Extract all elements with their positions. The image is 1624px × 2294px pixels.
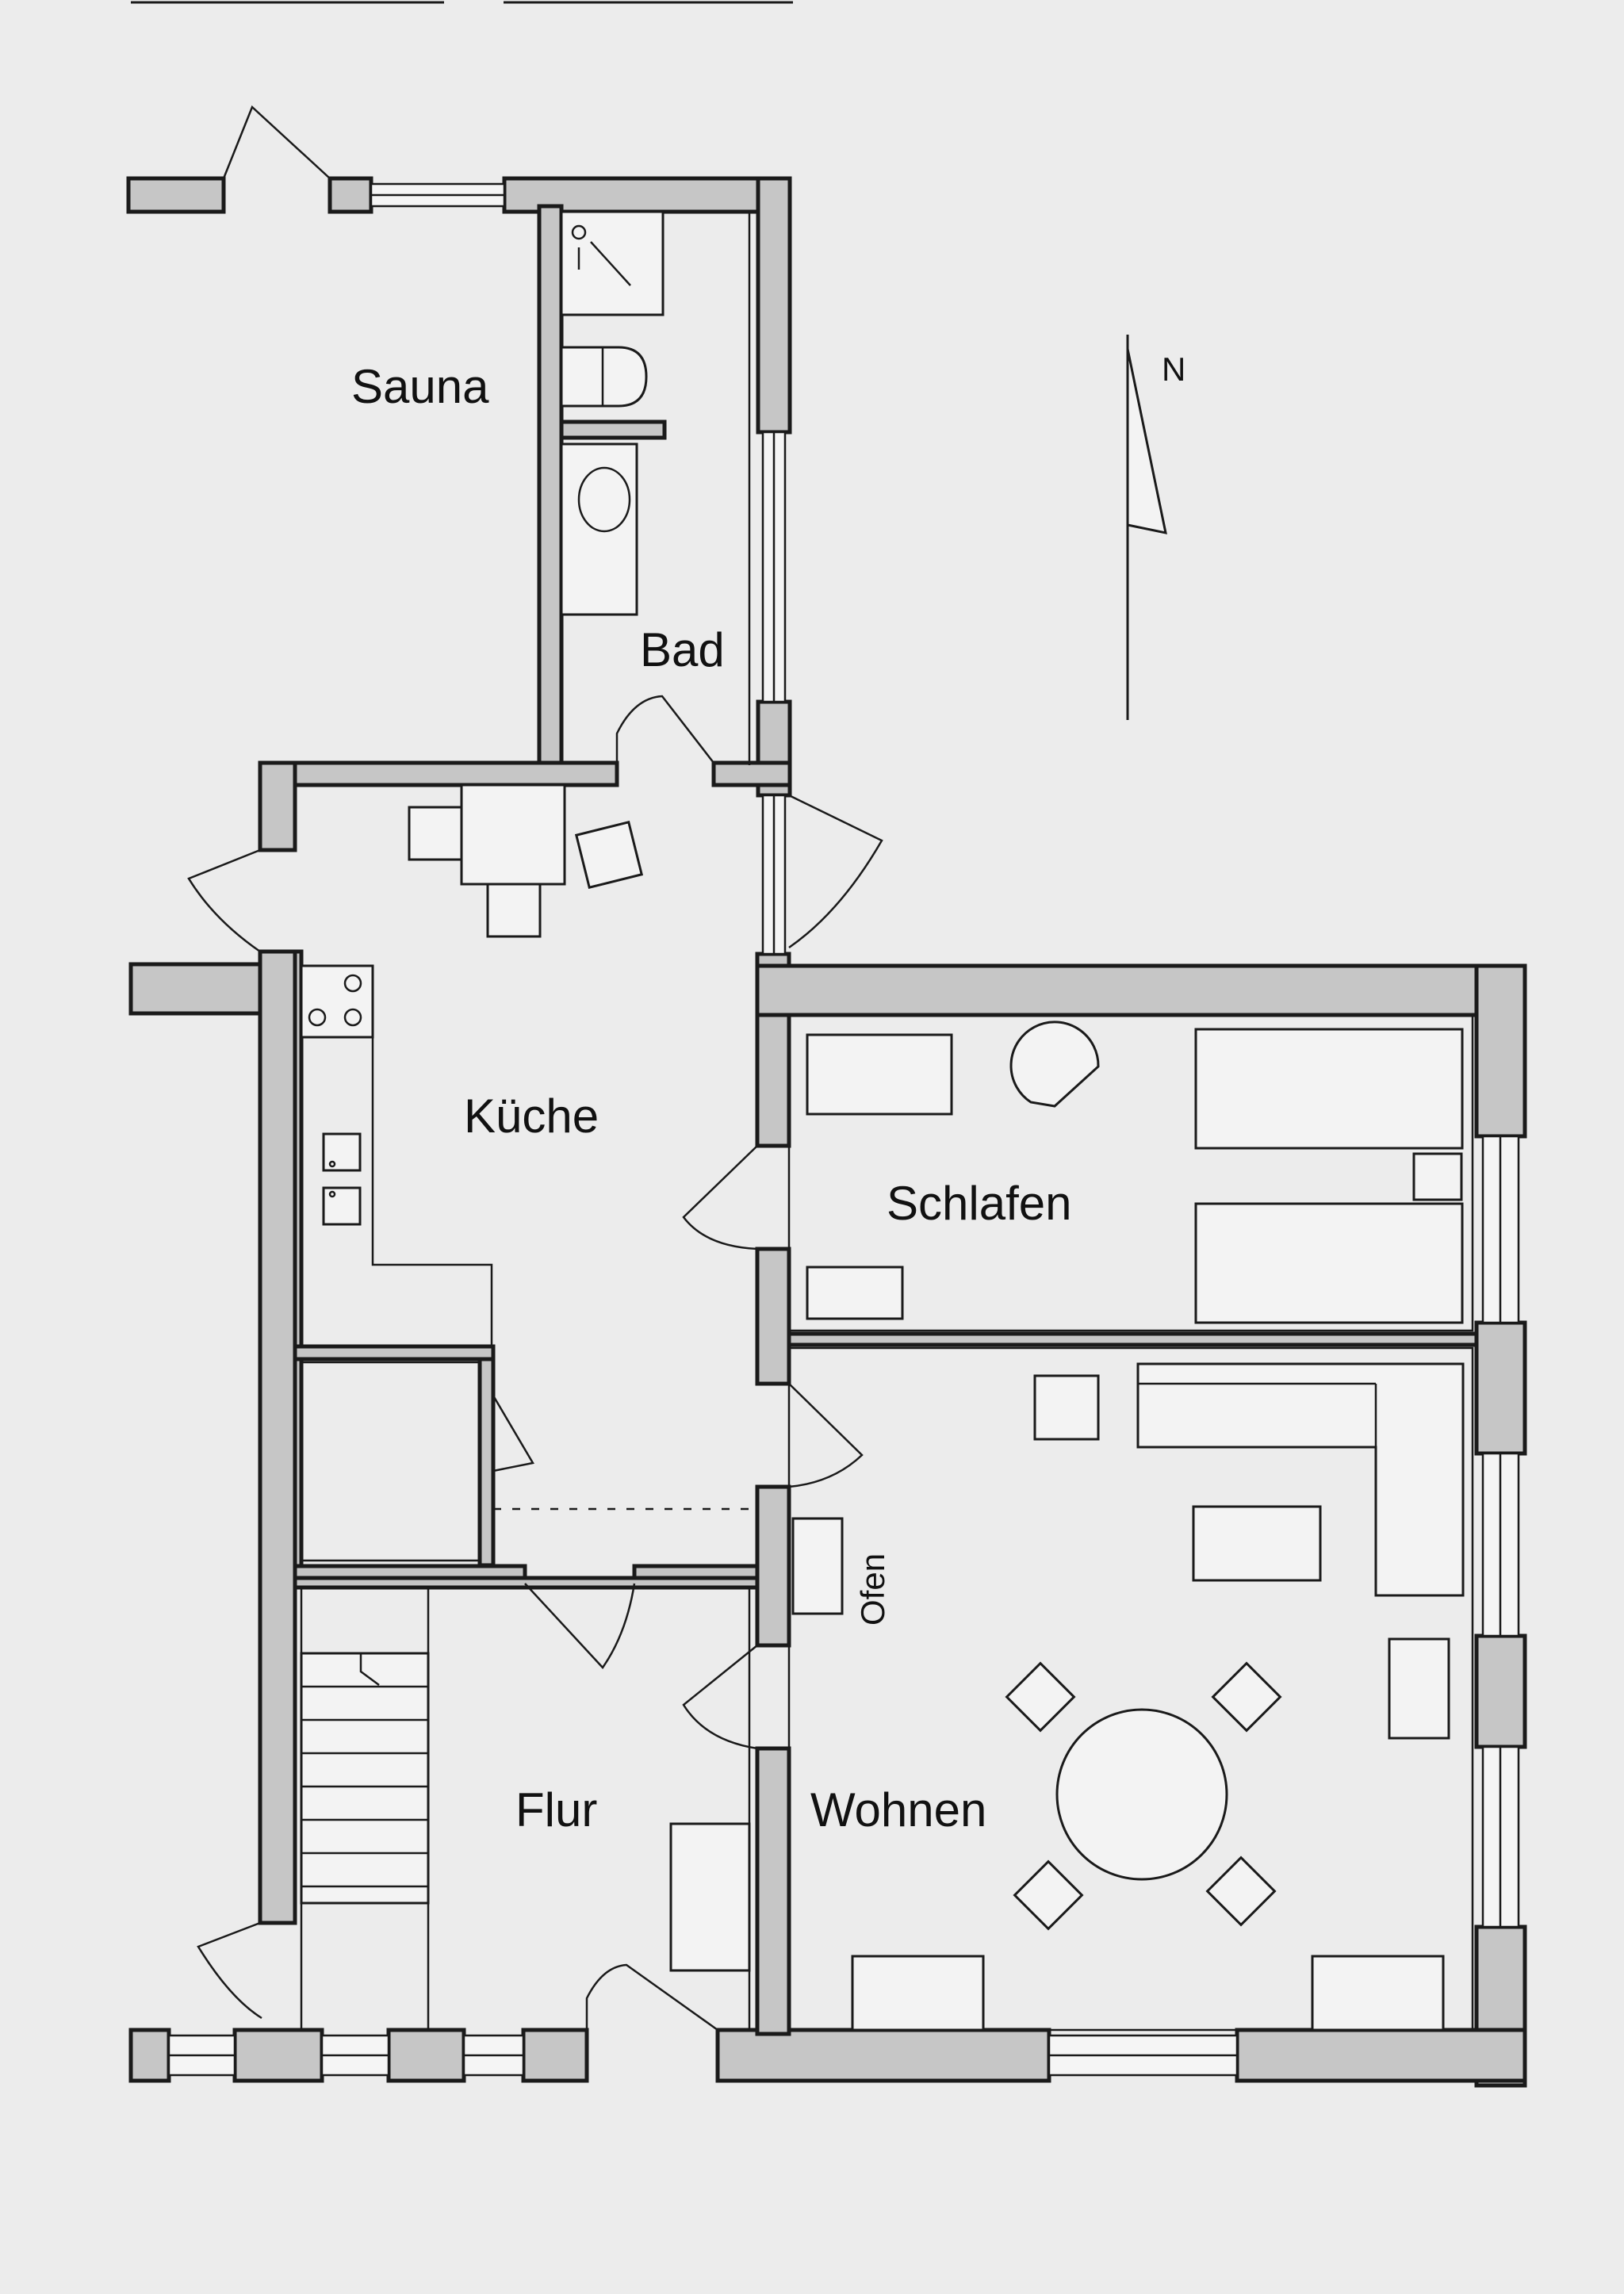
kitchen-table (408, 783, 644, 938)
coffee-table (1192, 1505, 1322, 1582)
wall-cabinet (1388, 1637, 1450, 1740)
dining-chair (1013, 1859, 1084, 1931)
wall-top-left-stub (126, 176, 226, 214)
label-ofen: Ofen (854, 1553, 891, 1626)
north-label: N (1162, 350, 1185, 388)
door-main-entry (585, 1963, 718, 2032)
wall-left-exterior (258, 949, 297, 1925)
wall-bottom-pier-4 (715, 2028, 1051, 2083)
wardrobe (669, 1822, 751, 1972)
chair (574, 820, 644, 890)
wall-kitchen-top (258, 760, 619, 787)
room-label-wohnen: Wohnen (810, 1783, 986, 1836)
room-label-bad: Bad (640, 623, 725, 676)
wall-right-pier-2 (1474, 1633, 1527, 1749)
door-wohnen-upper (788, 1383, 864, 1488)
toilet (560, 346, 648, 408)
schlafen-furniture (806, 1021, 1464, 1324)
room-label-flur: Flur (515, 1783, 597, 1836)
doors (187, 105, 883, 2032)
wall-spine-ofen (755, 1484, 791, 1648)
bad-shelf (559, 419, 667, 440)
wall-flur-top (293, 1576, 760, 1590)
door-schlafen (682, 1145, 758, 1250)
sink (322, 1132, 362, 1226)
wall-bottom-pier-3 (521, 2028, 589, 2083)
armchair (1009, 1021, 1100, 1108)
wall-schlafen-wohnen (787, 1331, 1479, 1347)
shower (560, 210, 665, 316)
wall-kitchen-top-right (711, 760, 792, 787)
wall-kitchen-left-upper (258, 760, 297, 852)
wall-bottom-left (128, 2028, 171, 2083)
nightstand (1412, 1152, 1463, 1201)
chair (486, 883, 542, 938)
bed-2 (1194, 1202, 1464, 1324)
door-flur-kitchen (524, 1583, 636, 1669)
wohnen-furniture (791, 1362, 1465, 2032)
wall-bottom-right (1235, 2028, 1527, 2083)
dresser (806, 1033, 953, 1116)
north-arrow: N (1126, 335, 1185, 720)
bed-1 (1194, 1028, 1464, 1150)
door-storage (492, 1395, 534, 1473)
wall-right-pier-1 (1474, 1320, 1527, 1456)
corner-sofa (1136, 1362, 1465, 1597)
windows (167, 182, 1520, 2077)
wall-bottom-pier-2 (386, 2028, 466, 2083)
wall-sauna-bad (537, 204, 564, 768)
door-kitchen-exterior (187, 848, 261, 953)
room-label-schlafen: Schlafen (887, 1177, 1072, 1230)
bathtub (560, 442, 638, 616)
wall-left-inner (293, 949, 304, 1568)
stairs (300, 1652, 430, 1905)
wall-spine-mid (755, 1247, 791, 1386)
flur-furniture (669, 1822, 751, 1972)
bench (806, 1266, 904, 1320)
room-label-sauna: Sauna (351, 360, 489, 413)
side-table (1033, 1374, 1100, 1441)
stove (300, 964, 374, 1039)
wall-bottom-pier-1 (232, 2028, 324, 2083)
wall-storage-top (293, 1344, 496, 1361)
wall-right-upper (1474, 963, 1527, 1139)
door-bad (615, 695, 714, 765)
door-flur-wohnen (682, 1645, 758, 1750)
sideboard-2 (1311, 1955, 1445, 2032)
stove-ofen (791, 1517, 844, 1615)
wall-storage-right (477, 1357, 496, 1568)
sideboard-1 (851, 1955, 985, 2032)
wall-top-pier (327, 176, 373, 214)
dining-chair (1211, 1661, 1282, 1733)
dining-table (1055, 1708, 1228, 1881)
door-top-entry (222, 105, 331, 179)
wall-flur-right (755, 1746, 791, 2036)
dining-chair (1005, 1661, 1076, 1733)
wall-bad-right-upper (756, 176, 792, 435)
chair (408, 806, 463, 861)
wall-schlafen-top (755, 963, 1527, 1017)
door-kitchen-right-exterior (788, 794, 883, 949)
dining-chair (1205, 1855, 1277, 1927)
door-bottom-left (197, 1921, 262, 2020)
room-label-kueche: Küche (464, 1090, 599, 1143)
